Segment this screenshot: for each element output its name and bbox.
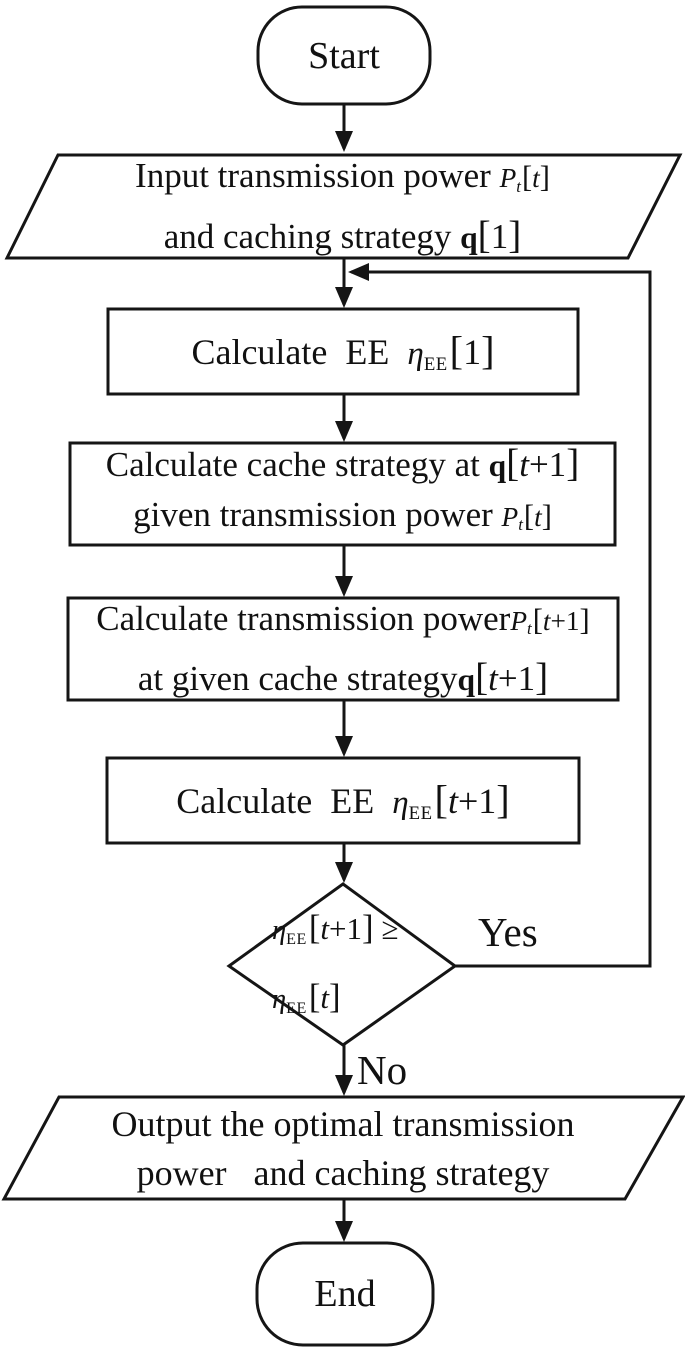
calc-power-process-shape bbox=[66, 596, 620, 702]
calc-ee1-process-shape bbox=[106, 307, 580, 396]
input-parallelogram-shape bbox=[4, 153, 683, 260]
edge-decision-yes-loopback bbox=[348, 263, 652, 968]
calc-cache-process-shape bbox=[68, 441, 617, 547]
no-edge-label: No bbox=[357, 1047, 408, 1093]
start-terminator-shape bbox=[256, 5, 432, 106]
calc-ee2-process-shape bbox=[105, 756, 581, 845]
decision-diamond-shape bbox=[226, 882, 458, 1047]
yes-edge-label: Yes bbox=[478, 909, 538, 955]
end-terminator-shape bbox=[255, 1241, 435, 1347]
output-parallelogram-shape bbox=[1, 1095, 685, 1201]
